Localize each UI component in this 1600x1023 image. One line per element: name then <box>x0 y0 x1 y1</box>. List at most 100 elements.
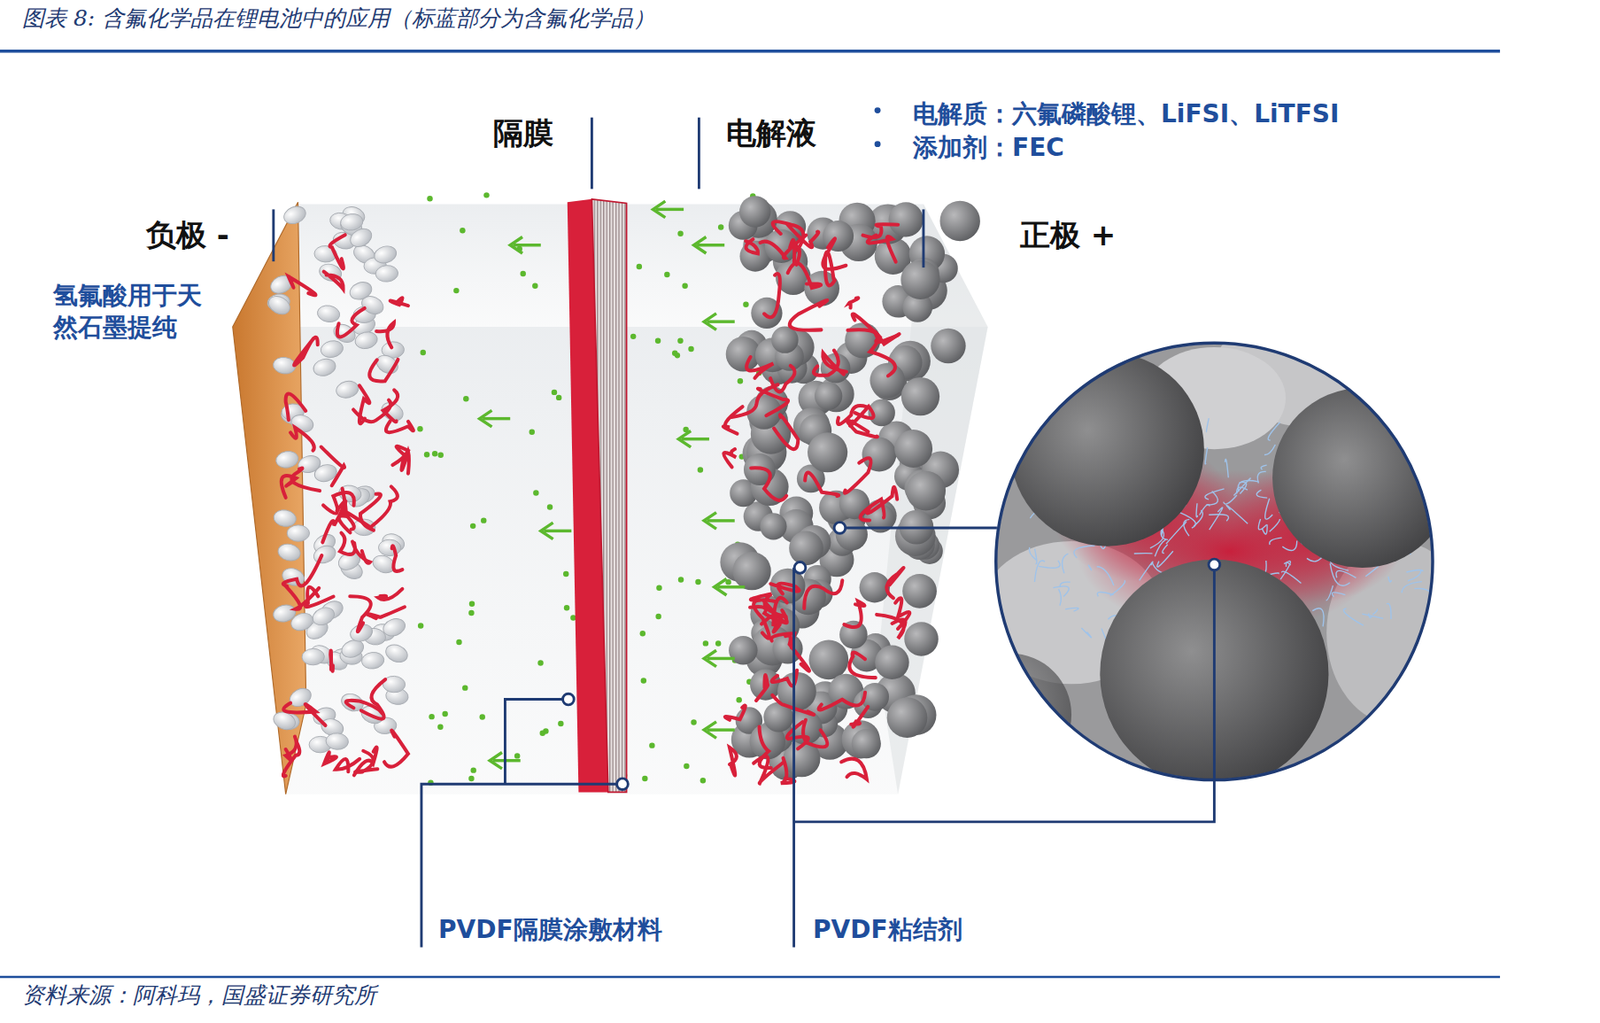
ion-dot <box>540 729 546 735</box>
arrow-shaft <box>707 518 735 522</box>
ion-dot <box>677 231 683 237</box>
ion-dot <box>655 613 661 619</box>
electrode-name: 正极 + <box>1020 216 1116 254</box>
cathode-particle <box>807 432 848 472</box>
binder-fiber <box>803 579 843 609</box>
ion-dot <box>520 270 526 277</box>
electrode-name: 负极 - <box>146 216 230 254</box>
cathode-particle <box>887 696 928 738</box>
binder-fiber <box>293 337 318 366</box>
graphite-particle <box>281 203 309 228</box>
binder-fiber <box>390 297 409 306</box>
arrow-shaft <box>717 585 745 588</box>
binder-strand <box>1199 504 1211 516</box>
graphite-particle <box>334 378 361 401</box>
binder-strand <box>1365 566 1378 577</box>
binder-fiber <box>354 747 378 776</box>
ion-dot <box>453 287 459 294</box>
binder-strand <box>1269 537 1283 545</box>
ion-dot <box>697 466 704 472</box>
binder-fiber <box>746 356 773 379</box>
binder-fiber <box>324 271 344 290</box>
binder-fiber <box>844 457 872 493</box>
leader-lines <box>273 117 1215 948</box>
graphite-particle <box>309 603 338 628</box>
ion-dot <box>690 718 696 725</box>
binder-strand <box>1267 422 1280 441</box>
binder-fiber <box>378 588 402 600</box>
binder-fiber <box>874 332 899 345</box>
binder-strand <box>1329 563 1350 586</box>
binder-strand <box>1258 518 1267 530</box>
binder-fiber <box>850 406 874 426</box>
binder-strand <box>1269 518 1281 532</box>
graphite-particle <box>286 525 310 542</box>
cathode-particle <box>874 645 909 680</box>
binder-strand <box>1280 561 1291 580</box>
binder-strand <box>1223 494 1237 504</box>
cathode-particle <box>930 328 966 364</box>
binder-fiber <box>850 706 868 727</box>
ion-dot <box>417 622 424 628</box>
ion-dot <box>742 301 749 307</box>
graphite-particle <box>353 330 379 351</box>
ion-dot <box>678 576 684 582</box>
binder-fiber <box>324 751 337 764</box>
binder-fiber <box>757 388 789 416</box>
binder-strand <box>1052 586 1069 597</box>
binder-strand <box>1062 553 1069 573</box>
graphite-particle <box>271 602 298 624</box>
binder-strand <box>1205 417 1209 432</box>
binder-strand <box>1205 490 1218 505</box>
binder-strand <box>1160 527 1168 540</box>
ion-dot <box>463 395 469 402</box>
cathode-particle <box>902 573 937 609</box>
binder-strand <box>1193 510 1203 526</box>
graphite-particle <box>380 615 408 639</box>
ion-dot <box>641 775 648 781</box>
binder-fiber <box>822 255 846 286</box>
binder-strand <box>1065 607 1079 611</box>
cathode-particle <box>939 200 980 241</box>
binder-strand <box>1343 608 1363 626</box>
cathode-particle <box>888 201 924 237</box>
ion-dot <box>700 777 706 783</box>
binder-fiber <box>764 273 781 317</box>
binder-strand <box>1281 571 1301 583</box>
binder-strand <box>1097 566 1114 586</box>
binder-fiber <box>753 756 783 784</box>
graphite-particle <box>347 224 375 250</box>
ion-dot <box>456 639 462 645</box>
title-rule <box>0 49 1500 53</box>
ion-arrows <box>479 200 746 769</box>
arrow-shaft <box>482 417 511 420</box>
binder-strand <box>1265 498 1273 519</box>
binder-fiber <box>281 475 297 498</box>
cathode-particle <box>788 531 824 566</box>
ion-dot <box>547 503 553 510</box>
separator-coating <box>591 199 627 793</box>
binder-strand <box>1134 552 1153 555</box>
binder-strand <box>1205 447 1207 464</box>
ion-dot <box>674 352 681 358</box>
ion-dot <box>563 571 569 577</box>
graphite-particle <box>316 303 341 325</box>
arrow-shaft <box>707 657 735 660</box>
binder-fiber <box>886 567 904 598</box>
anode-particles <box>265 203 414 777</box>
binder-fiber <box>843 601 865 627</box>
binder-fiber <box>285 394 307 421</box>
binder-strand <box>1074 545 1096 558</box>
ion-dot <box>470 766 476 773</box>
binder-fiber <box>290 427 315 451</box>
binder-fiber <box>329 234 345 269</box>
ion-dot <box>641 677 647 683</box>
binder-fiber <box>392 545 403 572</box>
binder-fiber <box>804 472 839 496</box>
ion-dot <box>479 713 486 719</box>
cathode-particle <box>904 621 938 656</box>
ion-dot <box>703 640 709 646</box>
binder-strand <box>1336 570 1356 578</box>
arrow-shaft <box>681 437 710 441</box>
arrow-shaft <box>707 727 735 731</box>
